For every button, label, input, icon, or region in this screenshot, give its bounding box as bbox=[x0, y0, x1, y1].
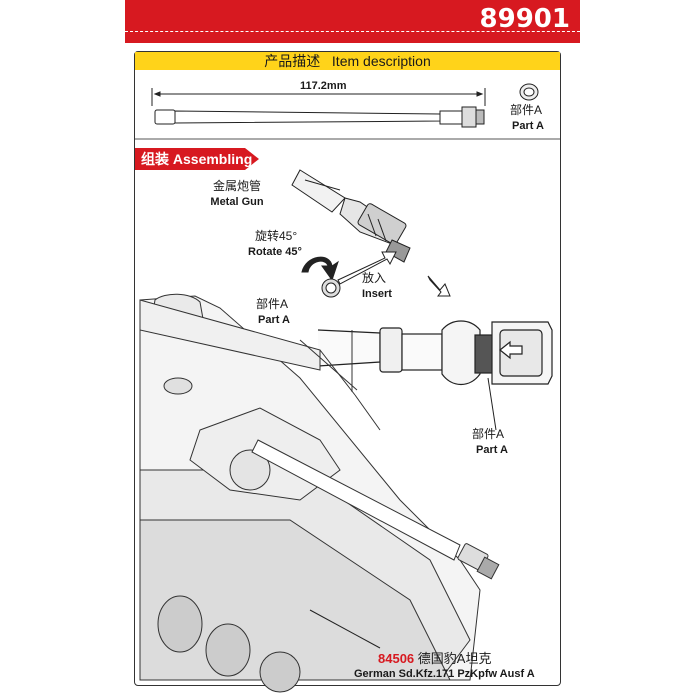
rotate-arrow bbox=[301, 256, 339, 282]
header-dash-line bbox=[125, 31, 580, 32]
insert-cn-label: 放入 bbox=[362, 271, 387, 285]
kit-name-cn: 德国豹A坦克 bbox=[417, 651, 492, 666]
part-a-en-label: Part A bbox=[512, 120, 544, 132]
assembling-en: Assembling bbox=[172, 151, 253, 167]
part-a-cn-label: 部件A bbox=[510, 103, 543, 117]
tank-illustration bbox=[139, 293, 500, 693]
muzzle-closeup bbox=[317, 320, 553, 386]
insert-arrow bbox=[337, 251, 451, 297]
part-a-assembly-cn-label: 部件A bbox=[256, 297, 289, 311]
rotate-en-label: Rotate 45° bbox=[248, 246, 302, 258]
kit-title: 84506 德国豹A坦克 bbox=[378, 652, 491, 665]
barrel-part-drawing bbox=[151, 88, 486, 128]
kit-number: 84506 bbox=[378, 651, 415, 666]
item-description-bar: 产品描述 Item description bbox=[135, 52, 560, 70]
rotate-cn-label: 旋转45° bbox=[255, 229, 298, 243]
part-a-assembly-en-label: Part A bbox=[258, 314, 290, 326]
assembling-cn: 组装 bbox=[141, 151, 169, 167]
barrel-length-label: 117.2mm bbox=[300, 80, 347, 92]
product-code: 89901 bbox=[479, 4, 570, 34]
insert-en-label: Insert bbox=[362, 288, 392, 300]
kit-name-en: German Sd.Kfz.171 PzKpfw Ausf A bbox=[354, 668, 535, 680]
part-a-closeup-cn-label: 部件A bbox=[472, 427, 505, 441]
part-a-closeup-en-label: Part A bbox=[476, 444, 508, 456]
metal-gun-cn-label: 金属炮管 bbox=[212, 179, 261, 193]
part-a-ring bbox=[519, 83, 539, 101]
header-banner: 89901 bbox=[125, 0, 580, 43]
instruction-panel bbox=[134, 51, 561, 686]
metal-gun-en-label: Metal Gun bbox=[210, 196, 264, 208]
metal-gun-detail bbox=[291, 169, 411, 263]
item-description-cn: 产品描述 bbox=[264, 53, 321, 69]
item-description-en: Item description bbox=[331, 53, 431, 69]
part-a-ring-assembly bbox=[321, 278, 341, 298]
